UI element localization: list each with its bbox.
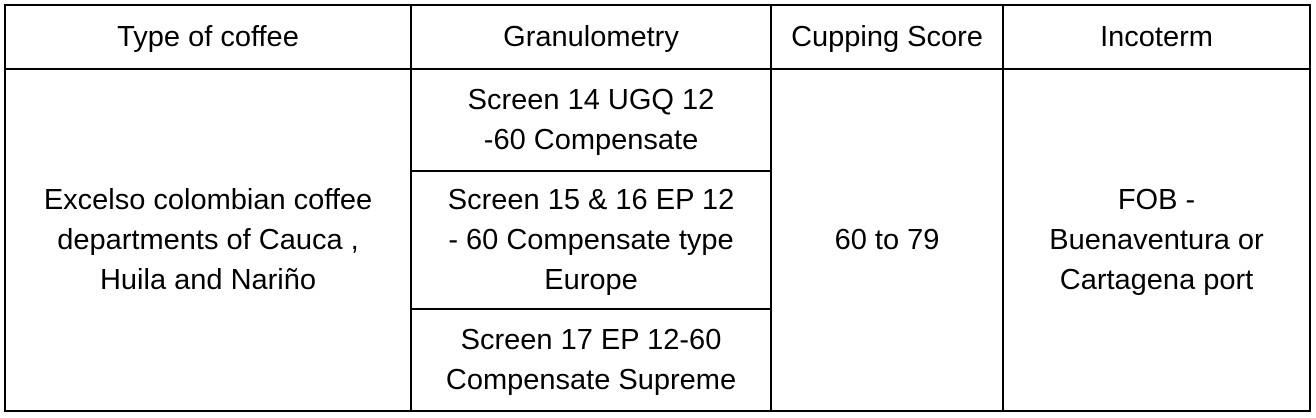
header-row: Type of coffee Granulometry Cupping Scor… [4,4,1311,70]
cell-granulometry-screen-14: Screen 14 UGQ 12 -60 Compensate [410,68,772,172]
header-granulometry: Granulometry [410,4,772,70]
table-row: Excelso colombian coffee departments of … [4,68,1311,412]
table-row: Screen 15 & 16 EP 12 - 60 Compensate typ… [5,170,1310,310]
header-incoterm: Incoterm [1002,4,1311,70]
cell-type-of-coffee: Excelso colombian coffee departments of … [4,68,412,412]
cell-cupping-score: 60 to 79 [770,68,1004,412]
cell-granulometry-screen-15-16: Screen 15 & 16 EP 12 - 60 Compensate typ… [410,170,772,310]
coffee-spec-table: Type of coffee Granulometry Cupping Scor… [4,4,1311,412]
cell-incoterm: FOB - Buenaventura or Cartagena port [1002,68,1311,412]
table-row: Screen 17 EP 12-60 Compensate Supreme [5,308,1310,412]
header-type-of-coffee: Type of coffee [4,4,412,70]
cell-granulometry-screen-17: Screen 17 EP 12-60 Compensate Supreme [410,308,772,412]
header-cupping-score: Cupping Score [770,4,1004,70]
